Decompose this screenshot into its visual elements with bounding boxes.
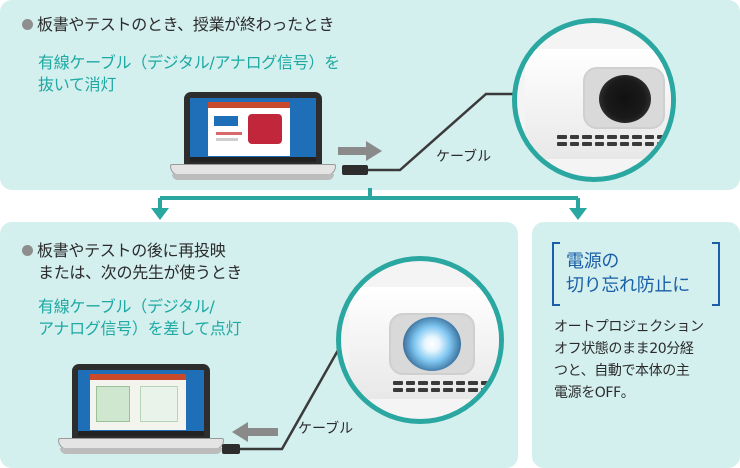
cable-label: ケーブル [298, 421, 354, 437]
panel-auto-off: 電源の 切り忘れ防止に オートプロジェクション オフ状態のまま20分経 つと、自… [532, 222, 740, 468]
laptop-image [170, 92, 336, 182]
vent-grille [557, 135, 667, 146]
accent-line-2: 抜いて消灯 [38, 75, 117, 94]
laptop-screen [78, 370, 204, 436]
slide-document [90, 374, 186, 430]
feature-description: オートプロジェクション オフ状態のまま20分経 つと、自動で本体の主 電源をOF… [554, 319, 704, 401]
slide-document [208, 102, 290, 156]
accent-line-1: 有線ケーブル（デジタル/ [38, 297, 215, 316]
step-title-2: または、次の先生が使うとき [38, 263, 243, 282]
accent-line-2: アナログ信号）を差して点灯 [38, 319, 242, 338]
panel-remove-cable: 板書やテストのとき、授業が終わったとき 有線ケーブル（デジタル/アナログ信号）を… [0, 0, 740, 190]
bracket-left [552, 242, 560, 306]
cable-line [342, 92, 526, 175]
vent-grille [393, 381, 499, 392]
lens-on-icon [403, 317, 461, 371]
bullet-icon [22, 245, 33, 256]
plug-in-arrow-icon [232, 422, 278, 442]
cable-label: ケーブル [436, 149, 492, 165]
bracket-right [712, 242, 720, 306]
step-title: 板書やテストのとき、授業が終わったとき [22, 14, 334, 36]
step-title-1: 板書やテストの後に再投映 [22, 240, 226, 262]
projector-off-image [512, 18, 676, 182]
projector-on-image [336, 256, 504, 424]
bullet-icon [22, 19, 33, 30]
laptop-screen [190, 98, 316, 162]
lens-off-icon [599, 75, 651, 123]
laptop-image [58, 364, 224, 454]
tulip-photo [248, 114, 282, 144]
panel-insert-cable: 板書やテストの後に再投映 または、次の先生が使うとき 有線ケーブル（デジタル/ … [0, 222, 518, 468]
accent-line-1: 有線ケーブル（デジタル/アナログ信号）を [38, 53, 340, 72]
branch-arrows [151, 188, 587, 220]
unplug-arrow-icon [338, 141, 382, 161]
feature-title: 電源の 切り忘れ防止に [552, 242, 720, 306]
